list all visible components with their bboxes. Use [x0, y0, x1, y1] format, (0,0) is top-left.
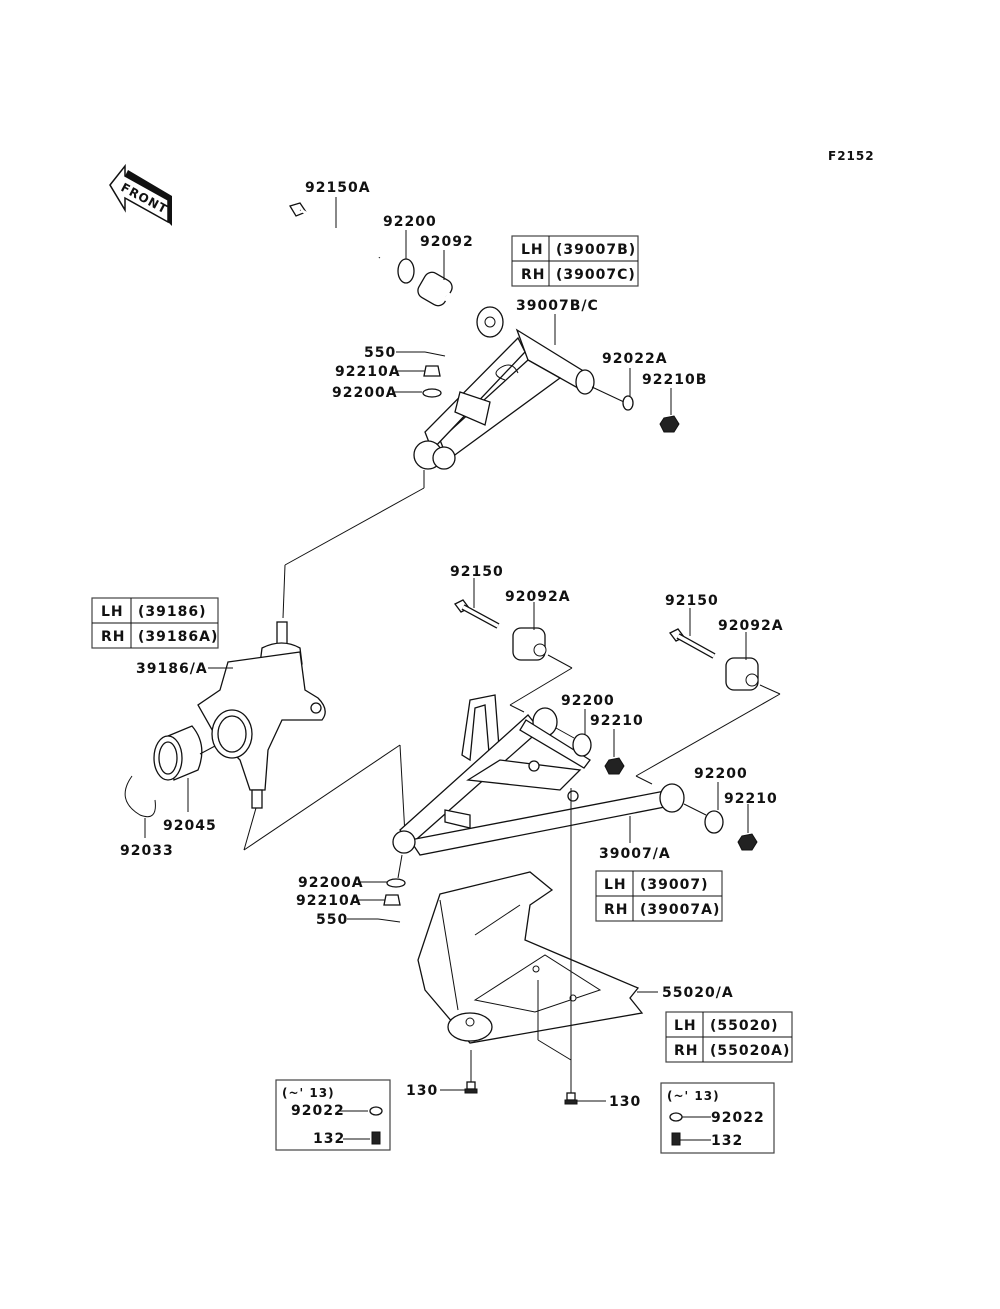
- guard-55020a[interactable]: [417, 871, 644, 1044]
- diagram-id: F2152: [828, 149, 875, 163]
- label-130-right[interactable]: 130: [609, 1094, 641, 1110]
- label-92150a[interactable]: 92150A: [305, 180, 371, 196]
- label-92210-lower-front[interactable]: 92210: [590, 713, 644, 729]
- table-cell-side: LH: [674, 1018, 697, 1034]
- note-box-left: (~' 13) 92022 132: [275, 1079, 391, 1151]
- label-92092a-rear[interactable]: 92092A: [718, 618, 784, 634]
- label-92033[interactable]: 92033: [120, 843, 174, 859]
- bolt-130-left[interactable]: [464, 1081, 478, 1094]
- washer-92200-lower-rear[interactable]: [704, 810, 724, 834]
- note-bolt-label[interactable]: 132: [711, 1133, 743, 1149]
- bolt-132-icon: [671, 1132, 681, 1146]
- label-55020a[interactable]: 55020/A: [662, 985, 734, 1001]
- washer-92200a-lower[interactable]: [386, 878, 406, 888]
- table-cell-part: (39007C): [556, 267, 636, 283]
- washer-92022a[interactable]: [622, 395, 634, 411]
- upper-arm-table: LH (39007B) RH (39007C): [511, 235, 639, 287]
- washer-92200[interactable]: [397, 258, 415, 284]
- label-92210-lower-rear[interactable]: 92210: [724, 791, 778, 807]
- table-cell-part: (39007): [640, 877, 709, 893]
- bolt-130-right[interactable]: [564, 1092, 578, 1105]
- label-92150-rear[interactable]: 92150: [665, 593, 719, 609]
- label-550-lower[interactable]: 550: [316, 912, 348, 928]
- label-92210a-lower[interactable]: 92210A: [296, 893, 362, 909]
- label-92150-front[interactable]: 92150: [450, 564, 504, 580]
- bushing-92092a-rear[interactable]: [725, 657, 759, 691]
- lower-arm-table: LH (39007) RH (39007A): [595, 870, 723, 922]
- table-cell-side: LH: [101, 604, 124, 620]
- table-cell-part: (55020): [710, 1018, 779, 1034]
- label-92092[interactable]: 92092: [420, 234, 474, 250]
- label-92200a-upper[interactable]: 92200A: [332, 385, 398, 401]
- upper-a-arm-39007bc[interactable]: [413, 328, 595, 470]
- bolt-92150a[interactable]: [289, 202, 381, 259]
- bolt-92150-rear[interactable]: [669, 628, 716, 659]
- circlip-92033[interactable]: [124, 775, 156, 818]
- label-39007bc[interactable]: 39007B/C: [516, 298, 599, 314]
- table-cell-part: (39186): [138, 604, 207, 620]
- table-cell-part: (39007A): [640, 902, 720, 918]
- label-92200-lower-rear[interactable]: 92200: [694, 766, 748, 782]
- label-92092a-front[interactable]: 92092A: [505, 589, 571, 605]
- nut-92210-lower-rear[interactable]: [737, 833, 758, 851]
- note-title: (~' 13): [282, 1086, 335, 1100]
- table-cell-side: RH: [604, 902, 629, 918]
- bushing-92092a-front[interactable]: [512, 627, 547, 661]
- front-arrow-icon: FRONT: [109, 163, 172, 226]
- lower-a-arm-39007a[interactable]: [392, 694, 685, 856]
- bearing-92045[interactable]: [153, 725, 203, 781]
- label-39007a[interactable]: 39007/A: [599, 846, 671, 862]
- label-92210a-upper[interactable]: 92210A: [335, 364, 401, 380]
- note-bolt-label[interactable]: 132: [313, 1131, 345, 1147]
- bushing-92092[interactable]: [415, 269, 504, 338]
- washer-92022-icon: [669, 1112, 683, 1122]
- label-92200a-lower[interactable]: 92200A: [298, 875, 364, 891]
- knuckle-39186a[interactable]: [197, 621, 326, 809]
- table-cell-part: (39186A): [138, 629, 218, 645]
- table-cell-part: (39007B): [556, 242, 636, 258]
- castle-nut-92210a-lower[interactable]: [383, 894, 401, 906]
- knuckle-table: LH (39186) RH (39186A): [91, 597, 219, 649]
- note-washer-label[interactable]: 92022: [291, 1103, 345, 1119]
- washer-92200-lower-front[interactable]: [572, 733, 592, 757]
- table-cell-part: (55020A): [710, 1043, 790, 1059]
- label-39186a[interactable]: 39186/A: [136, 661, 208, 677]
- nut-92210b[interactable]: [659, 415, 680, 433]
- label-92200-upper[interactable]: 92200: [383, 214, 437, 230]
- table-cell-side: RH: [521, 267, 546, 283]
- washer-92022-icon: [369, 1106, 383, 1116]
- label-92210b[interactable]: 92210B: [642, 372, 707, 388]
- note-box-right: (~' 13) 92022 132: [660, 1082, 775, 1154]
- nut-92210-lower-front[interactable]: [604, 757, 625, 775]
- label-130-left[interactable]: 130: [406, 1083, 438, 1099]
- bolt-92150-front[interactable]: [454, 599, 500, 629]
- table-cell-side: RH: [101, 629, 126, 645]
- guard-table: LH (55020) RH (55020A): [665, 1011, 793, 1063]
- label-550-upper[interactable]: 550: [364, 345, 396, 361]
- label-92045[interactable]: 92045: [163, 818, 217, 834]
- table-cell-side: LH: [604, 877, 627, 893]
- castle-nut-92210a-upper[interactable]: [423, 365, 441, 377]
- note-washer-label[interactable]: 92022: [711, 1110, 765, 1126]
- label-92200-lower-front[interactable]: 92200: [561, 693, 615, 709]
- note-title: (~' 13): [667, 1089, 720, 1103]
- label-92022a[interactable]: 92022A: [602, 351, 668, 367]
- washer-92200a-upper[interactable]: [422, 388, 442, 398]
- table-cell-side: LH: [521, 242, 544, 258]
- table-cell-side: RH: [674, 1043, 699, 1059]
- bolt-132-icon: [371, 1131, 381, 1145]
